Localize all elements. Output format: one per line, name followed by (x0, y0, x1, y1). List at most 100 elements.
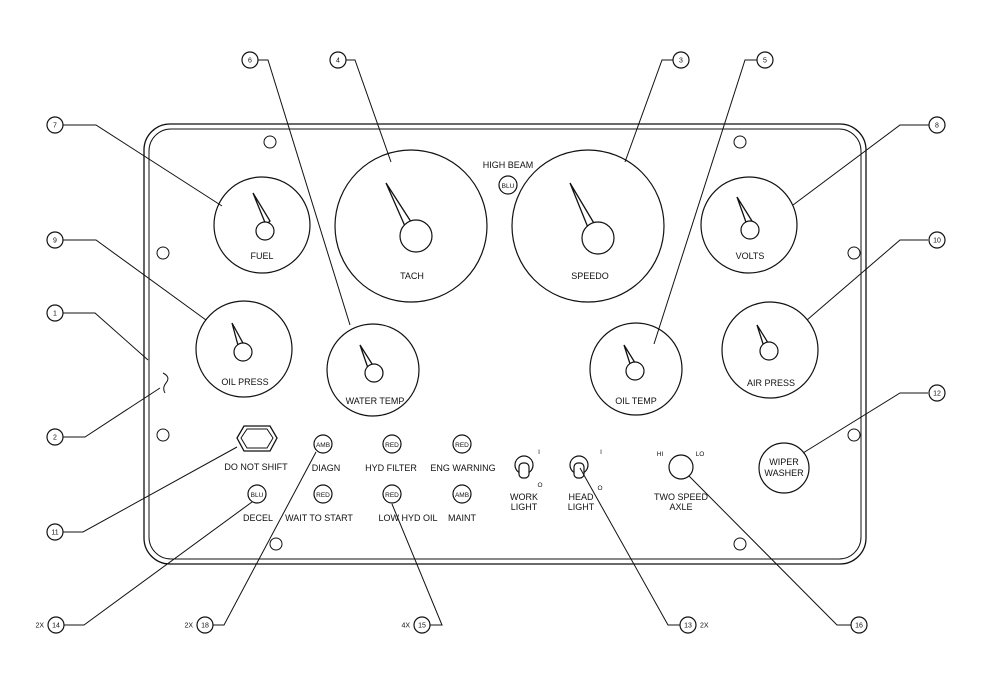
indicator-lamp (382, 434, 402, 454)
two-speed-knob[interactable] (668, 454, 694, 480)
lamp-label-wait-to-start: WAIT TO START (285, 513, 353, 523)
callout-2: 2 (46, 428, 64, 446)
callout-3: 3 (672, 51, 690, 69)
svg-text:7: 7 (53, 123, 57, 130)
svg-text:14: 14 (52, 623, 60, 630)
wiper-washer-label-2: WASHER (764, 468, 804, 478)
callout-11: 11 (46, 523, 64, 541)
indicator-lamp (452, 434, 472, 454)
lamp-color: AMB (316, 442, 330, 449)
lamp-low-hyd-oil: RED LOW HYD OIL (378, 484, 438, 523)
gauge-label-volts: VOLTS (736, 251, 765, 261)
mounting-hole (156, 428, 170, 442)
lamp-hyd-filter: RED HYD FILTER (365, 434, 417, 473)
lamp-label-eng-warning: ENG WARNING (430, 463, 495, 473)
svg-text:4: 4 (336, 58, 340, 65)
svg-text:12: 12 (933, 391, 941, 398)
callout-9: 9 (46, 231, 64, 249)
callout-10: 10 (928, 231, 946, 249)
callout-16: 16 (850, 616, 868, 634)
mounting-holes (156, 135, 861, 551)
gauge-label-air-press: AIR PRESS (747, 378, 795, 388)
quantity-label: 2X (35, 623, 44, 630)
gauge-label-fuel: FUEL (250, 251, 273, 261)
speedo-gauge: SPEEDO (511, 149, 665, 303)
head-light-label-1: HEAD (568, 492, 594, 502)
mounting-hole (847, 428, 861, 442)
needle-hub (625, 361, 645, 381)
callout-15: 4X 15 (401, 616, 431, 634)
callout-12: 12 (928, 384, 946, 402)
svg-text:10: 10 (933, 238, 941, 245)
lamp-color: BLU (502, 183, 515, 190)
needle-hub (581, 221, 615, 255)
callout-4: 4 (329, 51, 347, 69)
lamp-diagn: AMB DIAGN (312, 434, 341, 473)
mounting-hole (733, 537, 747, 551)
work-light-label-1: WORK (510, 492, 538, 502)
svg-text:8: 8 (935, 123, 939, 130)
lamp-label-diagn: DIAGN (312, 463, 341, 473)
indicator-lamp (452, 484, 472, 504)
svg-text:13: 13 (684, 623, 692, 630)
switch-off-mark: O (537, 482, 542, 489)
clip-icon (162, 372, 169, 394)
hex-indicator-icon (236, 425, 278, 452)
work-light-switch[interactable]: I O WORK LIGHT (510, 449, 543, 512)
lamp-color: RED (455, 442, 469, 449)
lamp-color: AMB (455, 492, 469, 499)
switch-on-mark: I (600, 449, 602, 456)
mounting-hole (263, 135, 277, 149)
oil-press-gauge: OIL PRESS (195, 300, 293, 398)
callout-13: 13 2X (679, 616, 709, 634)
lo-label: LO (696, 451, 705, 458)
svg-text:2: 2 (53, 435, 57, 442)
lamp-maint: AMB MAINT (448, 484, 477, 523)
callout-7: 7 (46, 116, 64, 134)
svg-text:11: 11 (51, 530, 58, 537)
lamp-color: BLU (251, 492, 264, 499)
callout-8: 8 (928, 116, 946, 134)
indicator-lamp (313, 484, 333, 504)
needle-hub (759, 341, 779, 361)
volts-gauge: VOLTS (700, 176, 798, 274)
quantity-label: 4X (401, 623, 410, 630)
do-not-shift-label: DO NOT SHIFT (224, 462, 288, 472)
svg-text:3: 3 (679, 58, 683, 65)
svg-text:1: 1 (53, 311, 57, 318)
wiper-washer-button[interactable]: WIPER WASHER (758, 442, 810, 494)
needle-hub (740, 220, 760, 240)
head-light-switch[interactable]: I O HEAD LIGHT (568, 449, 603, 512)
two-speed-label-1: TWO SPEED (654, 492, 709, 502)
hi-label: HI (657, 451, 664, 458)
lamp-label-maint: MAINT (448, 513, 477, 523)
wiper-washer-label-1: WIPER (769, 457, 799, 467)
head-light-label-2: LIGHT (568, 502, 595, 512)
lamp-label-low-hyd-oil: LOW HYD OIL (378, 513, 437, 523)
svg-text:18: 18 (201, 623, 209, 630)
high-beam-indicator: HIGH BEAM BLU (483, 160, 534, 195)
gauge-label-speedo: SPEEDO (571, 271, 609, 281)
quantity-label: 2X (184, 623, 193, 630)
two-speed-label-2: AXLE (669, 502, 692, 512)
toggle-lever-icon[interactable] (573, 462, 585, 479)
gauge-label-water-temp: WATER TEMP (346, 396, 405, 406)
mounting-hole (733, 135, 747, 149)
water-temp-gauge: WATER TEMP (326, 323, 420, 417)
indicator-lamp (247, 484, 267, 504)
wiper-washer-knob[interactable] (758, 442, 810, 494)
lamp-label-decel: DECEL (243, 513, 273, 523)
high-beam-label: HIGH BEAM (483, 160, 534, 170)
needle-hub (233, 342, 253, 362)
toggle-lever-icon[interactable] (518, 462, 530, 479)
gauge-label-oil-press: OIL PRESS (221, 377, 268, 387)
mounting-hole (156, 246, 170, 260)
oil-temp-gauge: OIL TEMP (589, 322, 683, 416)
lamp-decel: BLU DECEL (243, 484, 273, 523)
callout-14: 2X 14 (35, 616, 65, 634)
svg-text:9: 9 (53, 238, 57, 245)
two-speed-axle-switch[interactable]: HI LO TWO SPEED AXLE (654, 451, 709, 512)
switch-off-mark: O (597, 485, 602, 492)
